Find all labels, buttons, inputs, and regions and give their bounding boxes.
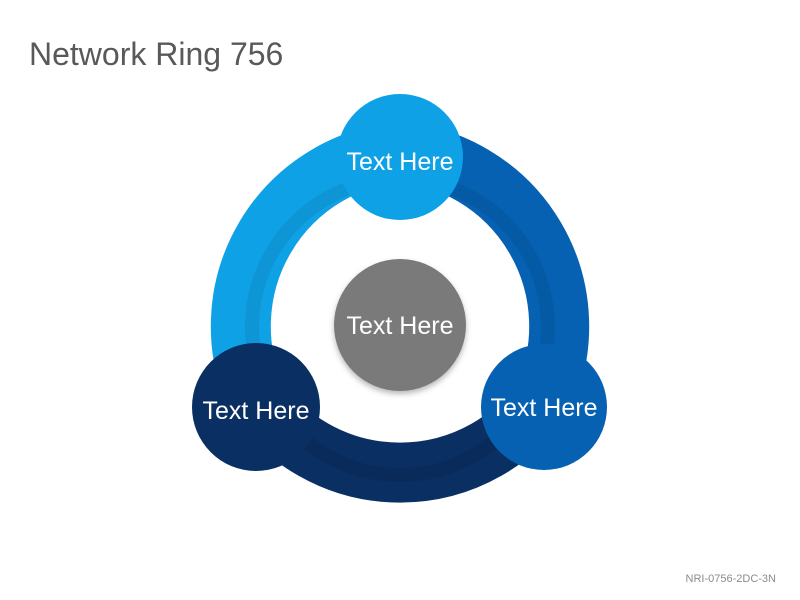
center-node[interactable]: Text Here — [334, 259, 466, 391]
footer-code: NRI-0756-2DC-3N — [685, 573, 776, 585]
node-top-circle — [337, 94, 463, 220]
node-top[interactable]: Text Here — [337, 94, 463, 220]
node-right[interactable]: Text Here — [481, 344, 607, 470]
node-right-circle — [481, 344, 607, 470]
center-node-circle — [334, 259, 466, 391]
node-top-label: Text Here — [347, 148, 454, 176]
node-left[interactable]: Text Here — [192, 343, 320, 471]
node-right-label: Text Here — [491, 394, 598, 422]
node-left-circle — [192, 343, 320, 471]
center-node-label: Text Here — [347, 312, 454, 340]
page-title: Network Ring 756 — [29, 36, 284, 72]
node-left-label: Text Here — [203, 397, 310, 425]
